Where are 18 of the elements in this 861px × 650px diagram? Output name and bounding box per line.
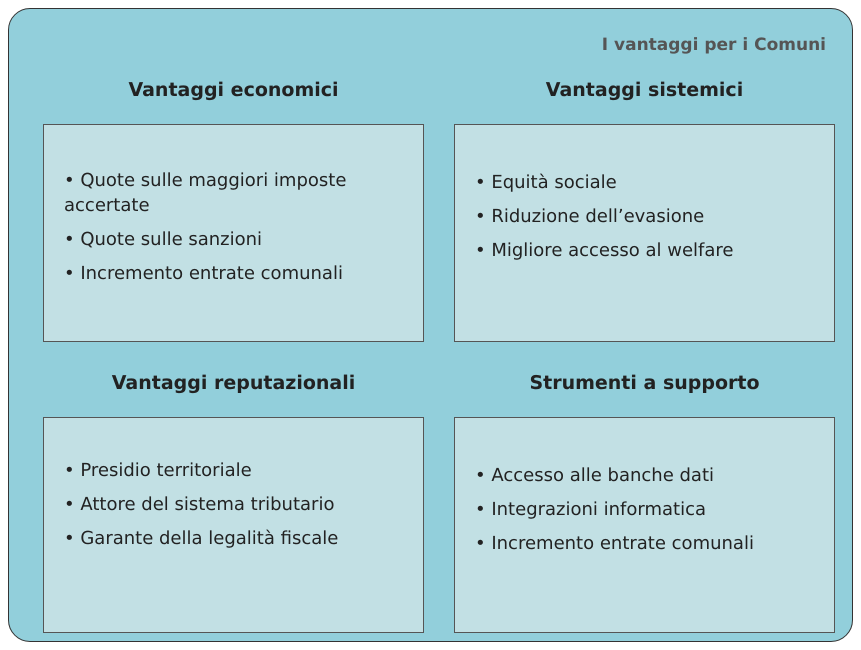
bullet-item: • Incremento entrate comunali (475, 532, 755, 556)
bullet-item: • Garante della legalità fiscale (64, 527, 340, 551)
card-heading: Strumenti a supporto (528, 372, 761, 394)
bullet-item: • Quote sulle sanzioni (64, 228, 264, 252)
panel-background (8, 8, 853, 642)
bullet-item: • Presidio territoriale (64, 459, 253, 483)
bullet-item: • Attore del sistema tributario (64, 493, 336, 517)
bullet-item: • Incremento entrate comunali (64, 262, 344, 286)
panel-title: I vantaggi per i Comuni (602, 35, 826, 55)
bullet-item: • Integrazioni informatica (475, 498, 708, 522)
bullet-item: • Accesso alle banche dati (475, 464, 716, 488)
card-heading: Vantaggi sistemici (544, 79, 744, 101)
card-heading: Vantaggi economici (127, 79, 340, 101)
bullet-item: • Equità sociale (475, 171, 618, 195)
bullet-item: • Migliore accesso al welfare (475, 239, 734, 263)
bullet-item: • Quote sulle maggiori imposte accertate (64, 169, 348, 218)
bullet-item: • Riduzione dell’evasione (475, 205, 706, 229)
card-heading: Vantaggi reputazionali (110, 372, 356, 394)
